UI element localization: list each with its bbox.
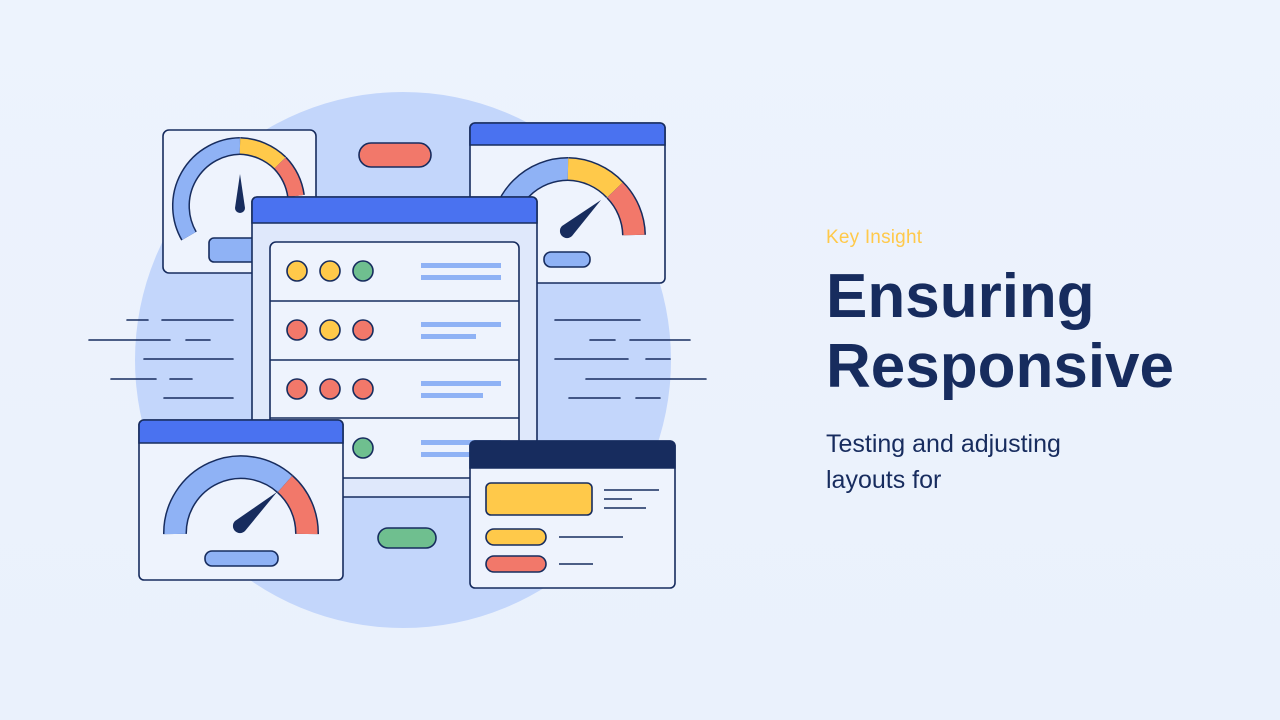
settings-card-bottom-right — [469, 440, 676, 589]
settings-card-icon — [485, 482, 659, 573]
gauge-icon — [162, 455, 319, 535]
gauge-window-bottom-left — [138, 419, 344, 581]
subtitle-line-2: layouts for — [826, 466, 942, 494]
title-line-2: Responsive — [826, 332, 1175, 401]
speed-lines-left — [88, 319, 234, 399]
subtitle-line-1: Testing and adjusting — [826, 430, 1061, 458]
text-block: Key Insight Ensuring Responsive Testing … — [826, 226, 1246, 498]
coral-pill — [358, 142, 432, 168]
green-pill — [377, 527, 437, 549]
slide-subtitle: Testing and adjusting layouts for — [826, 426, 1126, 498]
responsive-dashboard-illustration — [88, 92, 707, 628]
eyebrow-label: Key Insight — [826, 227, 923, 248]
slide-title: Ensuring Responsive — [826, 262, 1246, 402]
server-rack-icon — [269, 241, 520, 479]
gauge-card-top-left — [162, 129, 317, 274]
title-line-1: Ensuring — [826, 262, 1095, 331]
gauge-icon — [171, 137, 305, 241]
speed-lines-right — [554, 319, 707, 399]
